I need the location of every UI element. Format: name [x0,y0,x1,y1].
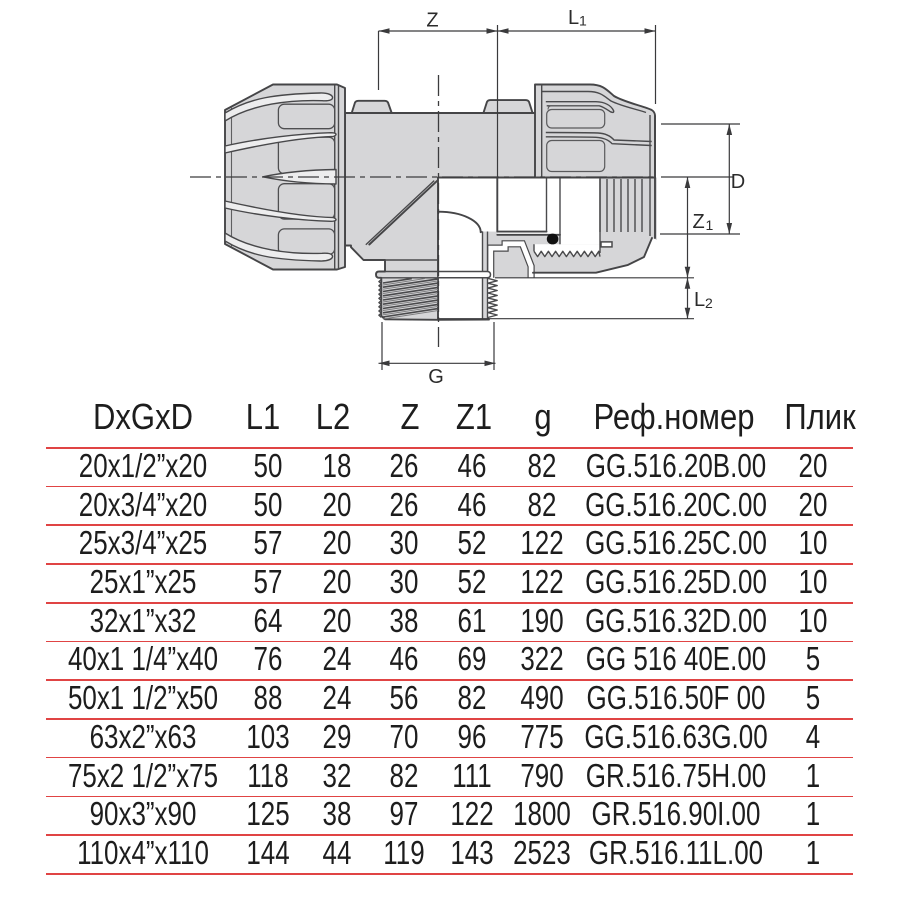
svg-text:G: G [428,366,444,388]
svg-text:Z: Z [426,10,438,32]
svg-text:D: D [731,171,745,193]
svg-text:1: 1 [579,13,587,29]
svg-text:L: L [694,289,705,311]
svg-text:L: L [568,7,579,29]
svg-text:1: 1 [706,217,714,233]
svg-text:2: 2 [705,295,713,311]
svg-text:Z: Z [693,211,705,233]
